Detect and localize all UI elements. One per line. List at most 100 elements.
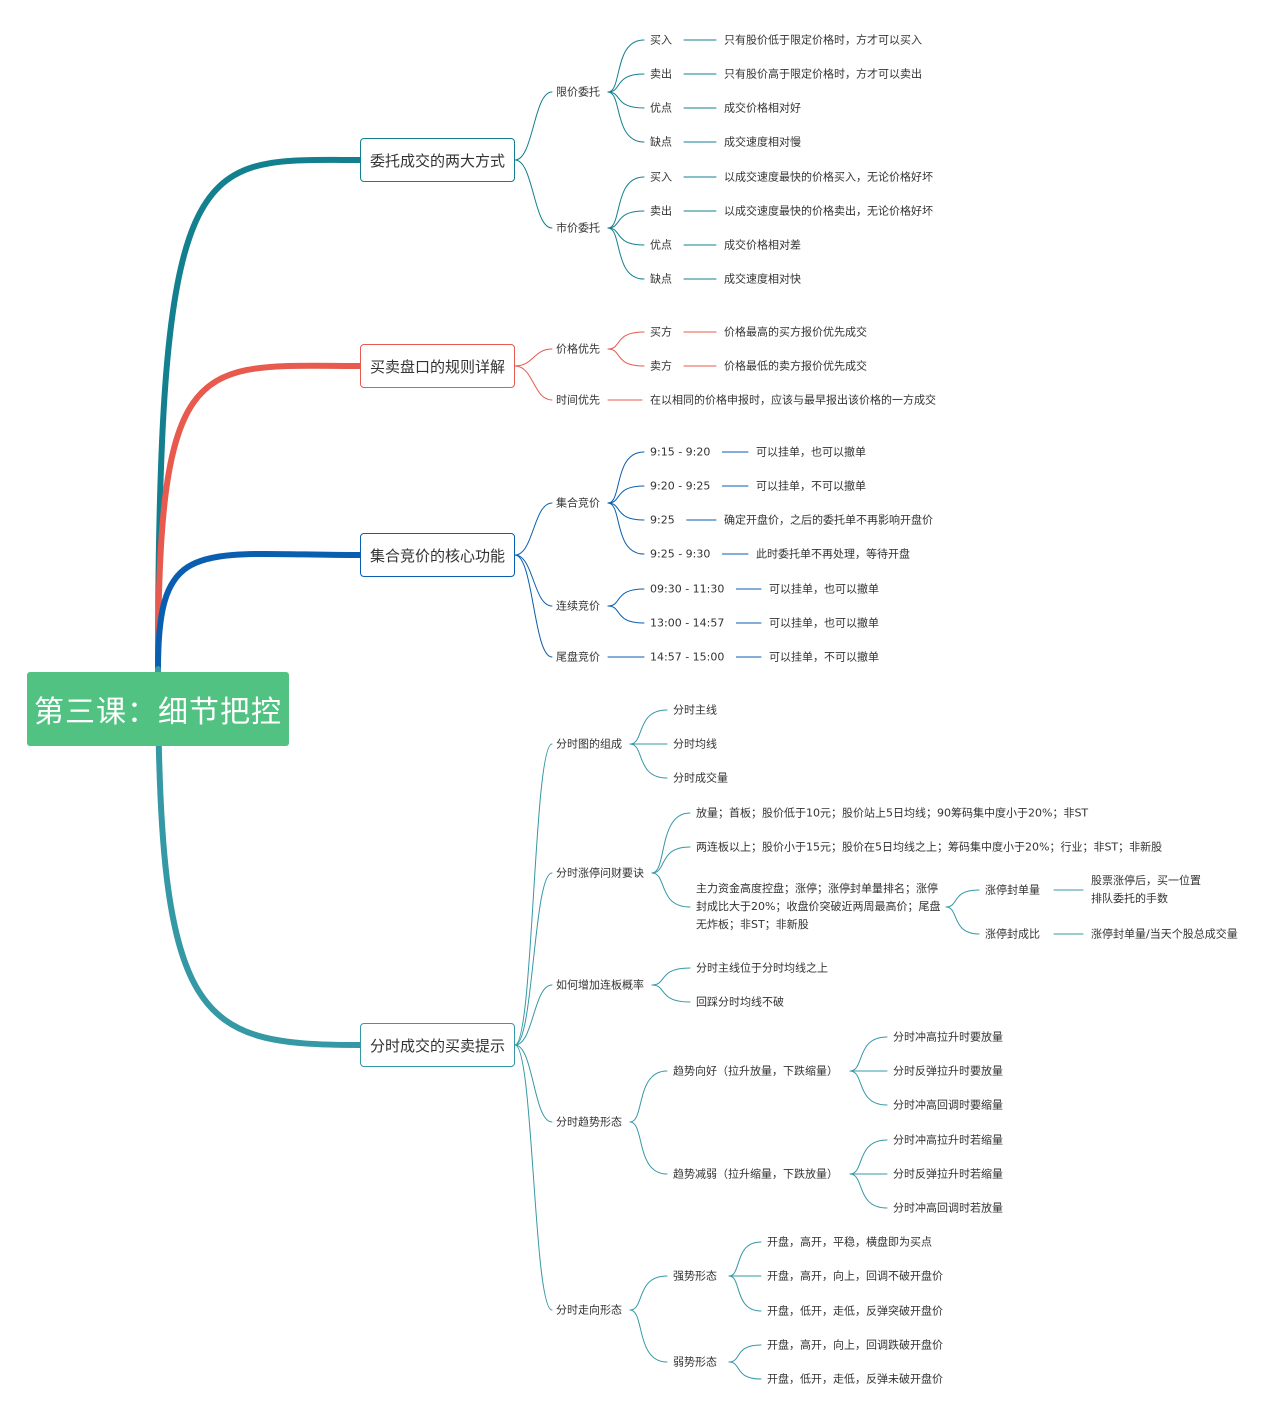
subtopic[interactable]: 连续竞价 <box>556 599 600 613</box>
leaf-topic[interactable]: 两连板以上；股价小于15元；股价在5日均线之上；筹码集中度小于20%；行业；非S… <box>696 840 1163 854</box>
leaf-topic[interactable]: 14:57 - 15:00 <box>650 650 725 664</box>
connector-line <box>607 485 645 504</box>
connector-line <box>514 1044 553 1311</box>
leaf-topic[interactable]: 强势形态 <box>673 1269 717 1283</box>
leaf-topic[interactable]: 买入 <box>650 170 672 184</box>
branch-topic-1[interactable]: 委托成交的两大方式 <box>360 138 515 182</box>
leaf-detail[interactable]: 分时冲高拉升时要放量 <box>893 1030 1003 1044</box>
leaf-detail[interactable]: 分时冲高拉升时若缩量 <box>893 1133 1003 1147</box>
leaf-topic[interactable]: 09:30 - 11:30 <box>650 582 725 596</box>
subtopic[interactable]: 时间优先 <box>556 393 600 407</box>
subtopic[interactable]: 价格优先 <box>556 342 600 356</box>
connector-line <box>849 1036 888 1072</box>
leaf-detail[interactable]: 价格最低的卖方报价优先成交 <box>724 359 867 373</box>
leaf-topic[interactable]: 分时主线 <box>673 703 717 717</box>
subtopic[interactable]: 限价委托 <box>556 85 600 99</box>
leaf-topic[interactable]: 缺点 <box>650 135 672 149</box>
leaf-detail[interactable]: 在以相同的价格申报时，应该与最早报出该价格的一方成交 <box>650 393 936 407</box>
leaf-detail[interactable]: 开盘，高开，向上，回调不破开盘价 <box>767 1269 943 1283</box>
leaf-detail[interactable]: 以成交速度最快的价格买入，无论价格好坏 <box>724 170 933 184</box>
leaf-detail[interactable]: 分时冲高回调时要缩量 <box>893 1098 1003 1112</box>
leaf-topic[interactable]: 分时成交量 <box>673 771 728 785</box>
leaf-detail[interactable]: 以成交速度最快的价格卖出，无论价格好坏 <box>724 204 933 218</box>
leaf-topic[interactable]: 优点 <box>650 238 672 252</box>
connector-line <box>607 210 645 229</box>
leaf-detail[interactable]: 开盘，高开，平稳，横盘即为买点 <box>767 1235 932 1249</box>
leaf-detail[interactable]: 成交速度相对快 <box>724 272 801 286</box>
leaf-topic[interactable]: 放量；首板；股价低于10元；股价站上5日均线；90筹码集中度小于20%；非ST <box>696 806 1089 820</box>
leaf-detail[interactable]: 只有股价高于限定价格时，方才可以卖出 <box>724 67 922 81</box>
leaf-topic[interactable]: 13:00 - 14:57 <box>650 616 725 630</box>
branch-topic-2[interactable]: 买卖盘口的规则详解 <box>360 344 515 388</box>
leaf-detail[interactable]: 成交价格相对好 <box>724 101 801 115</box>
subtopic[interactable]: 集合竞价 <box>556 496 600 510</box>
leaf-detail[interactable]: 分时反弹拉升时要放量 <box>893 1064 1003 1078</box>
connector-line <box>514 743 553 1046</box>
leaf-detail[interactable]: 开盘，低开，走低，反弹突破开盘价 <box>767 1304 943 1318</box>
leaf-detail[interactable]: 开盘，高开，向上，回调跌破开盘价 <box>767 1338 943 1352</box>
leaf-topic[interactable]: 9:15 - 9:20 <box>650 445 711 459</box>
connector-line <box>629 1309 668 1363</box>
leaf-topic[interactable]: 趋势向好（拉升放量，下跌缩量） <box>673 1064 838 1078</box>
subtopic[interactable]: 市价委托 <box>556 221 600 235</box>
leaf-detail[interactable]: 涨停封单量/当天个股总成交量 <box>1091 927 1238 941</box>
leaf-detail[interactable]: 可以挂单，不可以撤单 <box>756 479 866 493</box>
subtopic[interactable]: 尾盘竞价 <box>556 650 600 664</box>
leaf-detail[interactable]: 可以挂单，不可以撤单 <box>769 650 879 664</box>
connector-line <box>629 1070 668 1123</box>
connector-line <box>607 227 645 246</box>
leaf-topic[interactable]: 卖出 <box>650 204 672 218</box>
connector-line <box>514 159 553 229</box>
connector-line <box>607 91 645 109</box>
leaf-topic[interactable]: 主力资金高度控盘；涨停；涨停封单量排名；涨停封成比大于20%；收盘价突破近两周最… <box>696 882 941 931</box>
leaf-detail[interactable]: 成交价格相对差 <box>724 238 801 252</box>
connector-line <box>514 1044 553 1123</box>
leaf-topic[interactable]: 买入 <box>650 33 672 47</box>
leaf-detail[interactable]: 确定开盘价，之后的委托单不再影响开盘价 <box>724 513 933 527</box>
connector-line <box>514 91 553 161</box>
leaf-detail[interactable]: 此时委托单不再处理，等待开盘 <box>756 547 910 561</box>
leaf-detail[interactable]: 分时冲高回调时若放量 <box>893 1201 1003 1215</box>
leaf-detail[interactable]: 可以挂单，也可以撤单 <box>769 582 879 596</box>
leaf-topic[interactable]: 9:25 - 9:30 <box>650 547 711 561</box>
leaf-topic[interactable]: 缺点 <box>650 272 672 286</box>
connector-line <box>945 889 980 908</box>
leaf-topic[interactable]: 9:20 - 9:25 <box>650 479 711 493</box>
leaf-topic[interactable]: 涨停封成比 <box>985 927 1040 941</box>
leaf-detail[interactable]: 只有股价低于限定价格时，方才可以买入 <box>724 33 922 47</box>
leaf-detail[interactable]: 股票涨停后，买一位置排队委托的手数 <box>1091 874 1201 905</box>
subtopic[interactable]: 分时涨停问财要诀 <box>556 866 644 880</box>
leaf-detail[interactable]: 开盘，低开，走低，反弹未破开盘价 <box>767 1372 943 1386</box>
leaf-topic[interactable]: 回踩分时均线不破 <box>696 995 784 1009</box>
leaf-topic[interactable]: 优点 <box>650 101 672 115</box>
leaf-topic[interactable]: 9:25 <box>650 513 675 527</box>
leaf-topic[interactable]: 分时均线 <box>673 737 717 751</box>
branch-topic-3[interactable]: 集合竞价的核心功能 <box>360 533 515 577</box>
leaf-detail[interactable]: 成交速度相对慢 <box>724 135 801 149</box>
connector-line <box>607 502 645 555</box>
leaf-topic[interactable]: 卖方 <box>650 359 672 373</box>
leaf-detail[interactable]: 可以挂单，也可以撤单 <box>769 616 879 630</box>
leaf-topic[interactable]: 分时主线位于分时均线之上 <box>696 961 828 975</box>
leaf-topic[interactable]: 卖出 <box>650 67 672 81</box>
subtopic[interactable]: 如何增加连板概率 <box>556 978 644 992</box>
leaf-topic[interactable]: 买方 <box>650 325 672 339</box>
leaf-topic[interactable]: 涨停封单量 <box>985 883 1040 897</box>
connector-line <box>514 348 553 367</box>
subtopic[interactable]: 分时趋势形态 <box>556 1115 622 1129</box>
leaf-topic[interactable]: 弱势形态 <box>673 1355 717 1369</box>
connector-line <box>651 984 691 1003</box>
leaf-detail[interactable]: 可以挂单，也可以撤单 <box>756 445 866 459</box>
subtopic[interactable]: 分时走向形态 <box>556 1303 622 1317</box>
leaf-detail[interactable]: 分时反弹拉升时若缩量 <box>893 1167 1003 1181</box>
connector-line <box>728 1241 762 1277</box>
connector-line <box>651 846 691 874</box>
connector-line <box>607 227 645 280</box>
leaf-topic[interactable]: 趋势减弱（拉升缩量，下跌放量） <box>673 1167 838 1181</box>
root-topic[interactable]: 第三课：细节把控 <box>27 672 289 746</box>
leaf-detail[interactable]: 价格最高的买方报价优先成交 <box>724 325 867 339</box>
branch-topic-4[interactable]: 分时成交的买卖提示 <box>360 1023 515 1067</box>
connector-line <box>155 550 363 672</box>
subtopic[interactable]: 分时图的组成 <box>556 737 622 751</box>
connector-line <box>629 1121 668 1175</box>
